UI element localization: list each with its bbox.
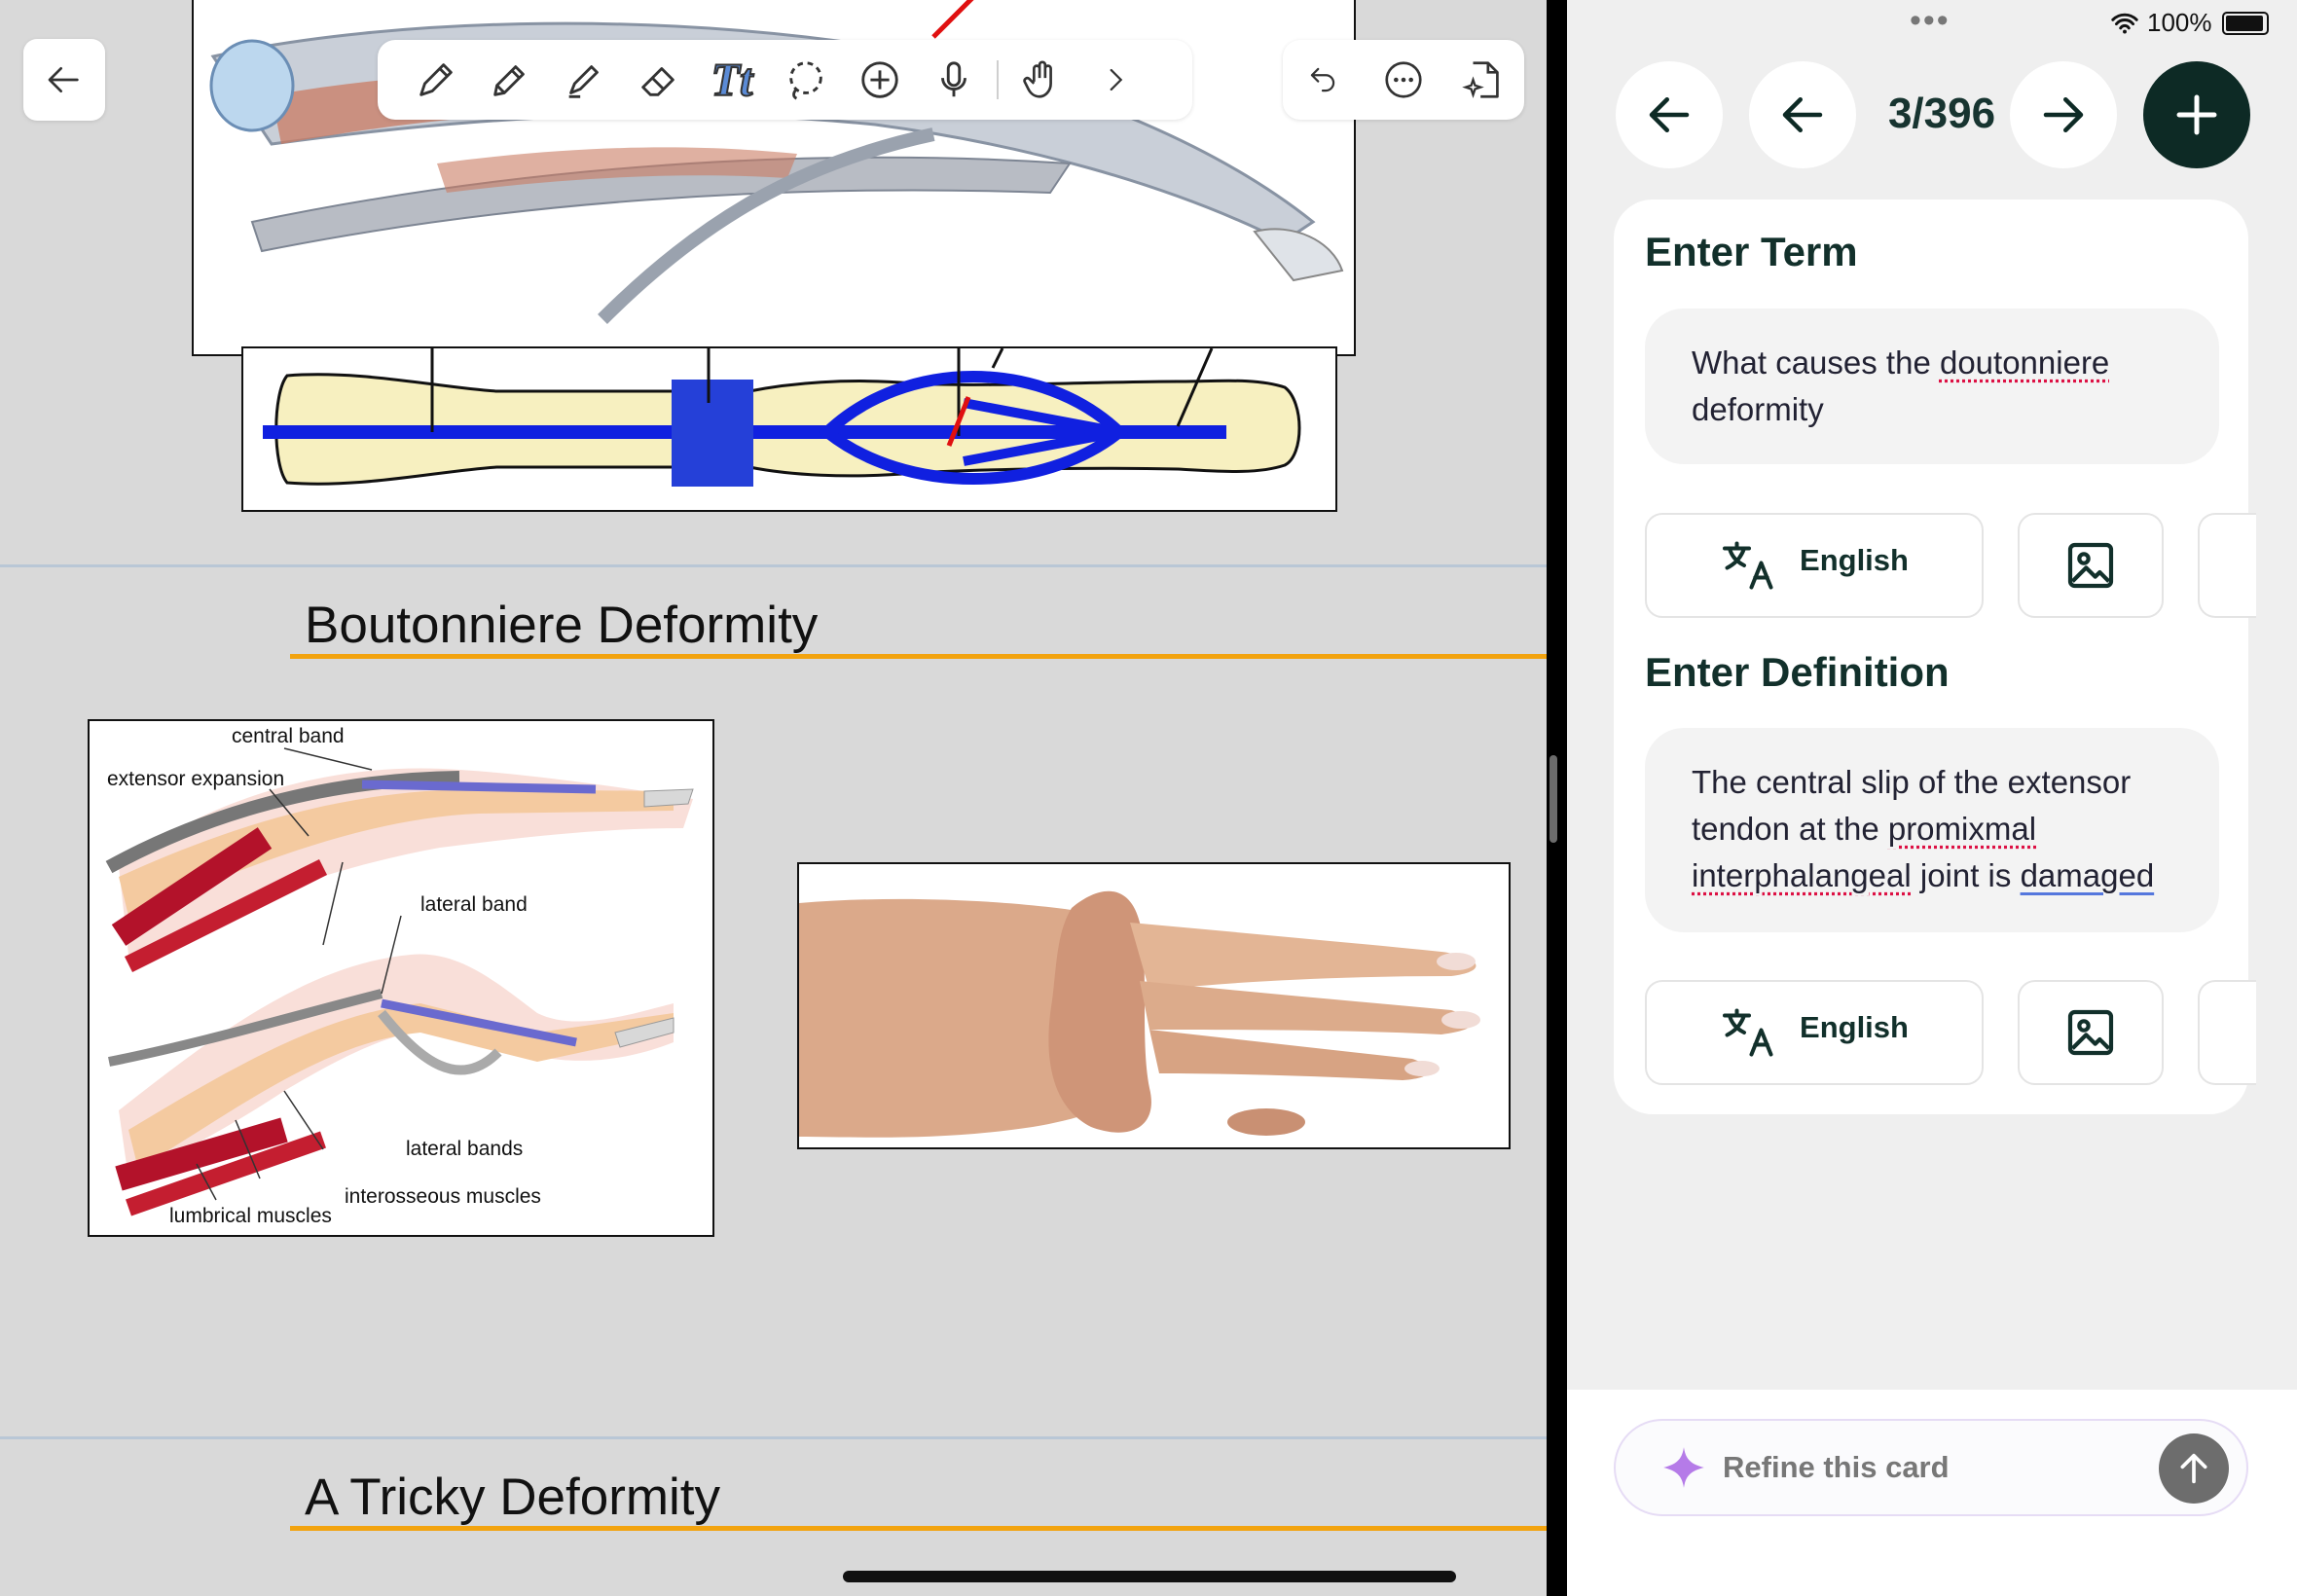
title-underline [290, 654, 1547, 659]
highlighter-tool[interactable] [547, 40, 621, 120]
sparkle-icon [1663, 1447, 1704, 1488]
flashcard-pane: ••• 100% 3/396 Enter Term What causes th… [1567, 0, 2297, 1596]
multitasking-dots[interactable]: ••• [1910, 2, 1951, 39]
translate-icon [1723, 1008, 1773, 1057]
hand-gesture-icon [1023, 60, 1052, 98]
definition-heading: Enter Definition [1645, 649, 1950, 695]
term-input[interactable]: What causes the doutonniere deformity [1645, 308, 2219, 464]
arrow-up-icon [2180, 1453, 2207, 1484]
term-text: What causes the [1692, 345, 1940, 381]
definition-input[interactable]: The central slip of the extensor tendon … [1645, 728, 2219, 932]
send-button[interactable] [2159, 1433, 2229, 1504]
definition-text-2: joint is [1911, 857, 2021, 893]
chevron-right-icon [1110, 68, 1123, 91]
text-tool[interactable]: Tt [695, 40, 769, 120]
hand-deformity-photo [797, 862, 1511, 1149]
term-heading: Enter Term [1645, 229, 1858, 274]
toolbar-divider [997, 60, 999, 99]
home-indicator[interactable] [843, 1571, 1456, 1582]
term-misspelled-word[interactable]: doutonniere [1939, 345, 2110, 381]
eraser-tool[interactable] [621, 40, 695, 120]
slide-title-boutonniere: Boutonniere Deformity [305, 597, 819, 654]
exit-deck-button[interactable] [1616, 61, 1723, 168]
wifi-icon [2111, 13, 2138, 34]
pencil-icon [493, 65, 525, 96]
arrow-left-icon [1782, 97, 1823, 132]
definition-grammar-word[interactable]: damaged [2020, 857, 2155, 893]
definition-language-button[interactable]: English [1645, 980, 1984, 1085]
microphone-tool[interactable] [917, 40, 991, 120]
label-lumbrical-muscles: lumbrical muscles [169, 1205, 332, 1227]
undo-button[interactable] [1286, 40, 1360, 120]
split-view-handle[interactable] [1550, 755, 1557, 843]
page-actions-toolbar[interactable] [1283, 40, 1524, 120]
microphone-icon [941, 61, 966, 97]
term-extra-button[interactable] [2198, 513, 2256, 618]
translate-icon [1723, 541, 1773, 590]
battery-icon [2221, 11, 2269, 35]
add-tool[interactable] [843, 40, 917, 120]
label-central-band: central band [232, 725, 345, 747]
label-interosseous-muscles: interosseous muscles [345, 1185, 541, 1208]
arrow-left-icon [48, 67, 79, 92]
status-bar-right: 100% [2110, 8, 2269, 38]
lasso-icon [789, 61, 822, 100]
definition-language-label: English [1800, 1010, 1909, 1044]
hand-gesture-tool[interactable] [1004, 40, 1078, 120]
card-counter: 3/396 [1887, 90, 1996, 137]
image-icon [2067, 1009, 2114, 1056]
text-tool-icon: Tt [711, 54, 754, 107]
title-underline-2 [290, 1526, 1547, 1531]
back-button[interactable] [23, 39, 105, 121]
slide-divider-2 [0, 1436, 1547, 1439]
slide-title-tricky: A Tricky Deformity [305, 1469, 721, 1526]
pen-icon [419, 63, 453, 96]
undo-icon [1311, 67, 1335, 92]
definition-misspelled-word[interactable]: promixmal [1887, 811, 2037, 847]
next-card-button[interactable] [2010, 61, 2117, 168]
extensor-tendon-schematic [241, 346, 1337, 512]
boutonniere-labeled-diagram: central band extensor expansion lateral … [88, 719, 714, 1237]
definition-image-button[interactable] [2018, 980, 2164, 1085]
slide-divider [0, 564, 1547, 567]
more-options-button[interactable] [1367, 40, 1440, 120]
toolbar-more-button[interactable] [1078, 40, 1152, 120]
refine-bar: Refine this card [1567, 1390, 2297, 1596]
plus-icon [2176, 94, 2217, 135]
arrow-left-icon [1649, 97, 1690, 132]
battery-percentage: 100% [2147, 8, 2212, 37]
lasso-tool[interactable] [769, 40, 843, 120]
label-lateral-band: lateral band [420, 893, 528, 916]
previous-card-button[interactable] [1749, 61, 1856, 168]
label-lateral-bands: lateral bands [406, 1138, 524, 1160]
add-card-button[interactable] [2143, 61, 2250, 168]
ai-page-button[interactable] [1447, 40, 1521, 120]
highlighter-icon [568, 65, 599, 98]
definition-text: The central slip of the extensor tendon … [1692, 764, 2132, 847]
arrow-right-icon [2043, 97, 2084, 132]
refine-card-input[interactable]: Refine this card [1614, 1419, 2248, 1516]
term-image-button[interactable] [2018, 513, 2164, 618]
notes-pane[interactable]: Tt Boutonniere Deformity [0, 0, 1547, 1596]
more-icon [1385, 61, 1422, 98]
pen-tool[interactable] [399, 40, 473, 120]
definition-misspelled-word-2[interactable]: interphalangeal [1692, 857, 1912, 893]
term-language-label: English [1800, 543, 1909, 577]
eraser-icon [641, 67, 675, 96]
flashcard-editor: Enter Term What causes the doutonniere d… [1614, 200, 2256, 1114]
add-circle-icon [861, 61, 898, 98]
label-extensor-expansion: extensor expansion [107, 768, 285, 790]
definition-extra-button[interactable] [2198, 980, 2256, 1085]
ai-page-icon [1461, 61, 1499, 98]
pencil-tool[interactable] [473, 40, 547, 120]
drawing-toolbar[interactable]: Tt [378, 40, 1192, 120]
term-text-end: deformity [1692, 391, 1824, 427]
image-icon [2067, 542, 2114, 589]
refine-placeholder: Refine this card [1723, 1450, 1950, 1484]
term-language-button[interactable]: English [1645, 513, 1984, 618]
